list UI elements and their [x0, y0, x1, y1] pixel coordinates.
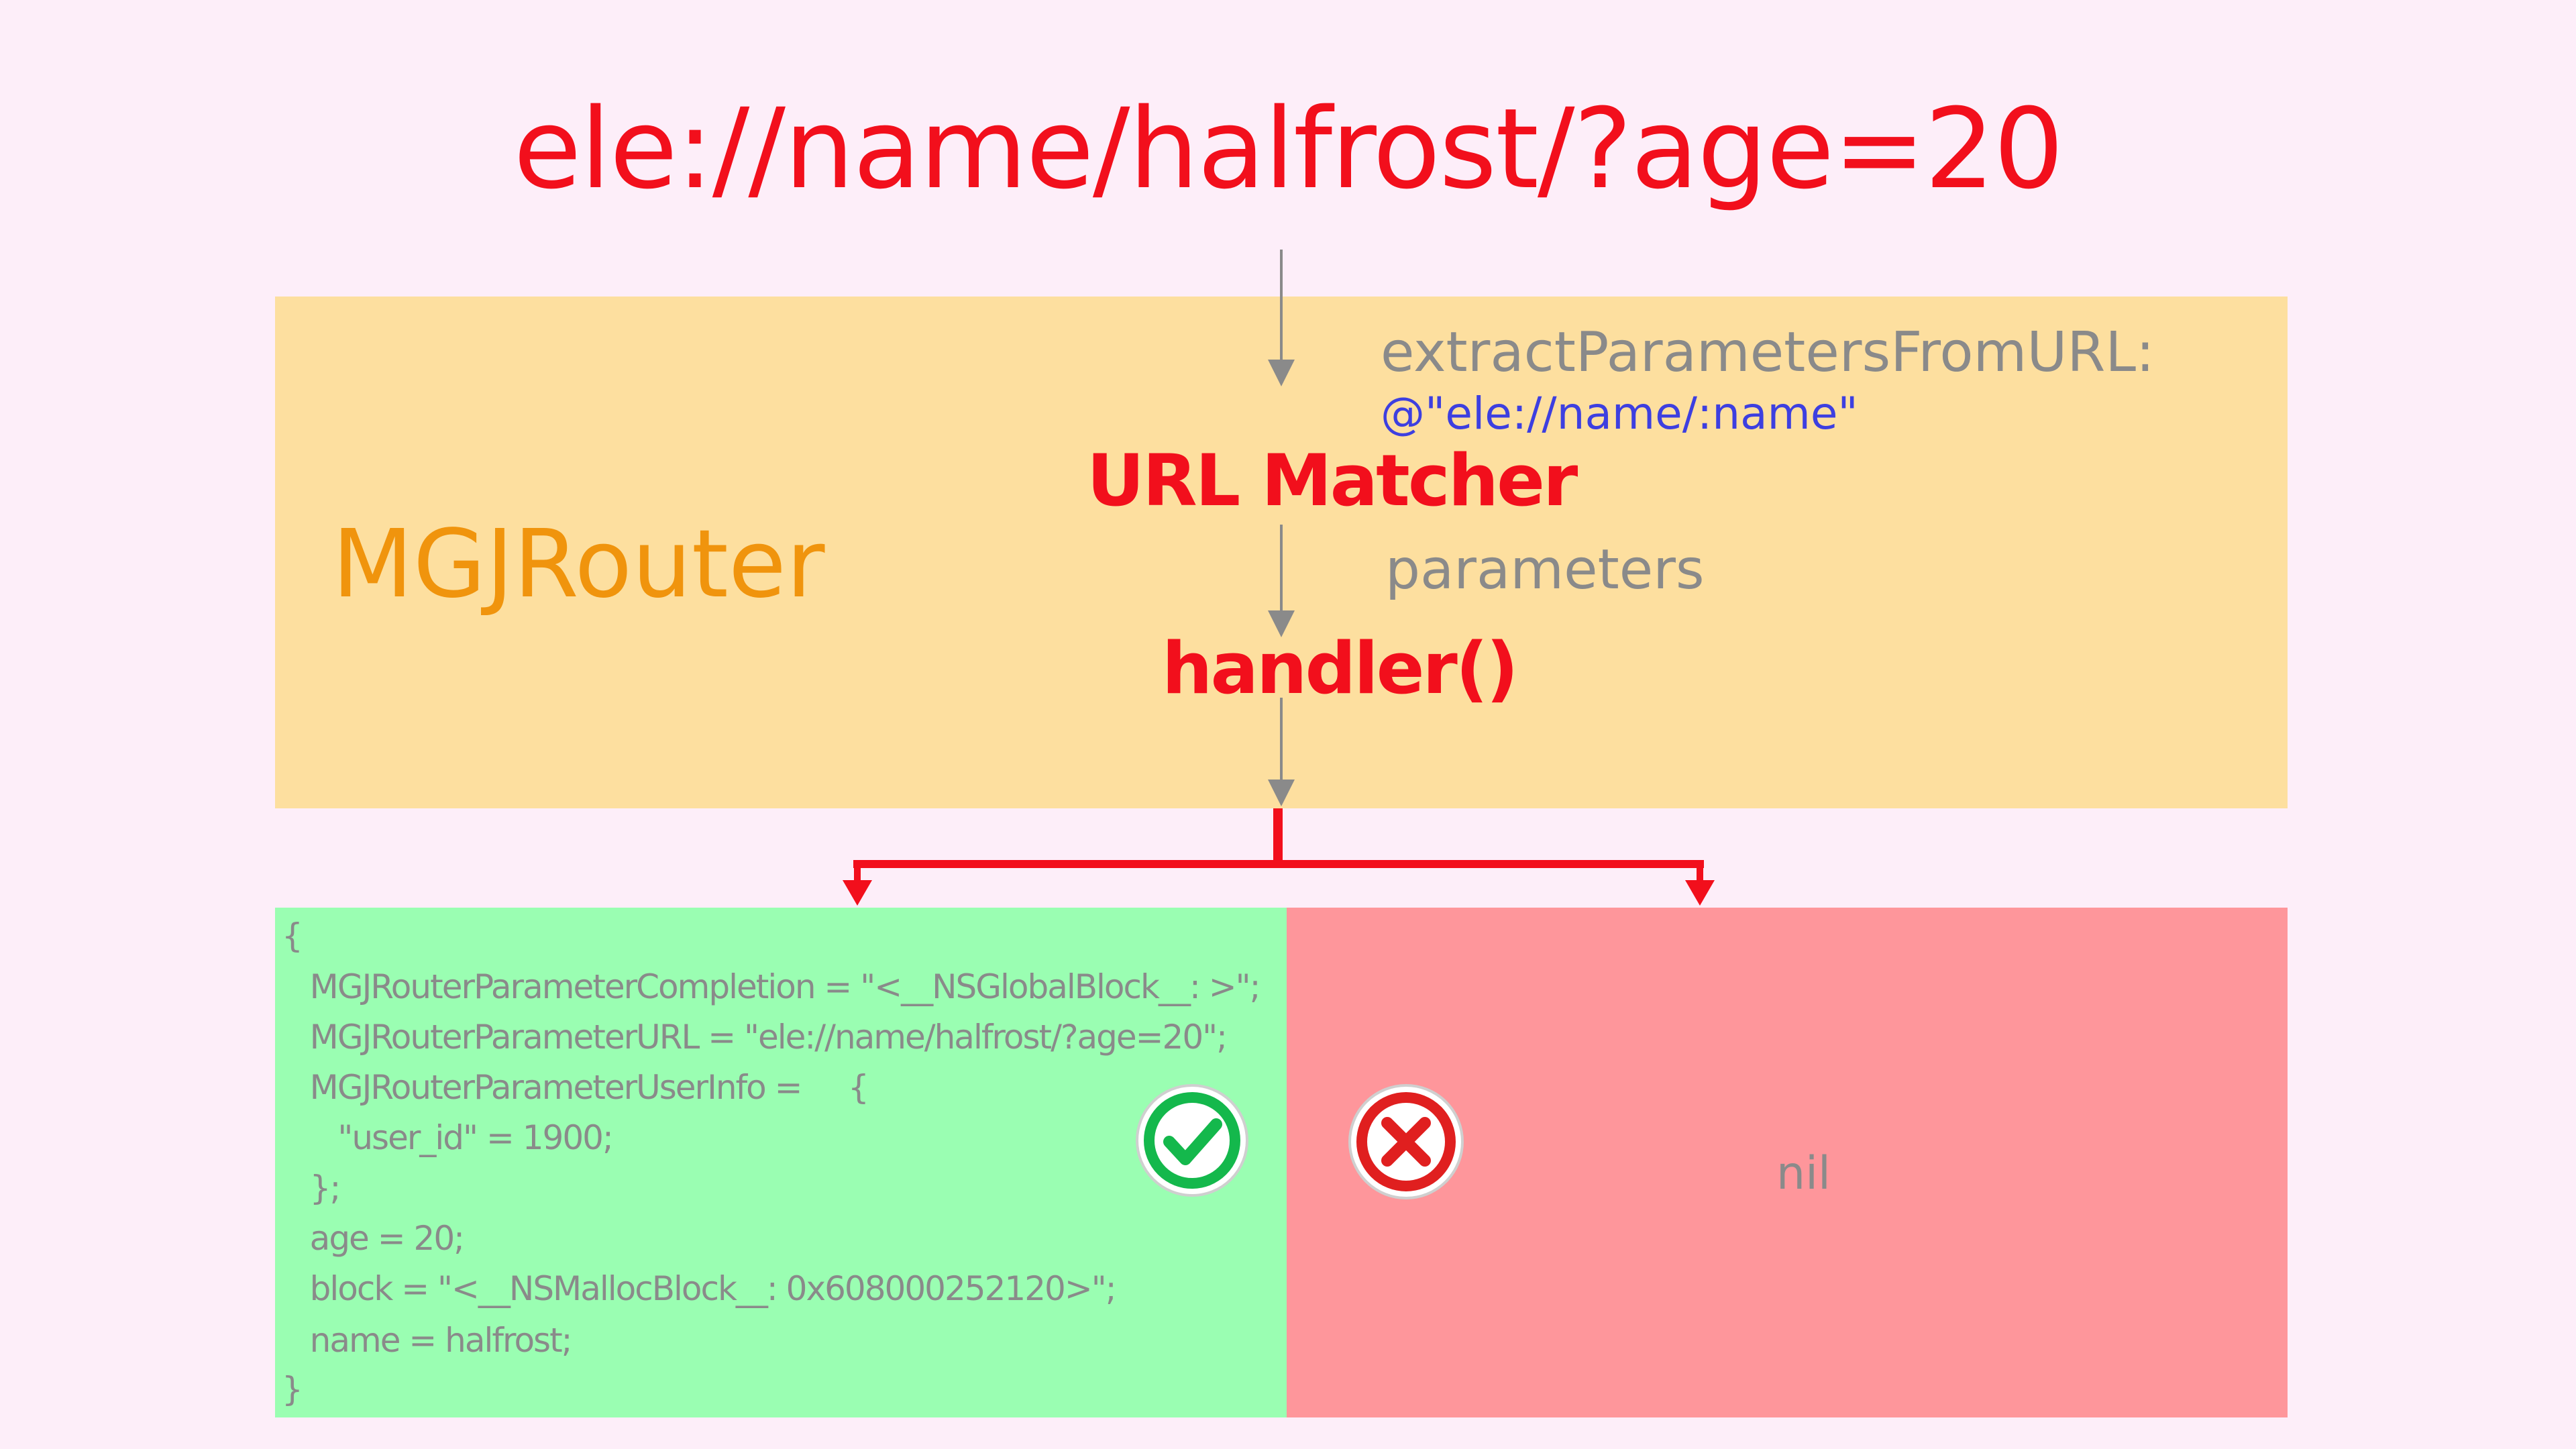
- check-icon: [1136, 1084, 1248, 1197]
- nil-result: nil: [1776, 1147, 1831, 1200]
- url-matcher-label: URL Matcher: [1087, 439, 1578, 522]
- handler-label: handler(): [1162, 627, 1519, 710]
- arrow-to-success: [843, 880, 872, 906]
- code-line: }: [282, 1370, 303, 1409]
- url-title: ele://name/halfrost/?age=20: [513, 85, 2063, 213]
- code-line: "user_id" = 1900;: [282, 1118, 613, 1157]
- code-line: name = halfrost;: [282, 1321, 573, 1360]
- code-line: MGJRouterParameterCompletion = "<__NSGlo…: [282, 967, 1261, 1006]
- code-line: MGJRouterParameterURL = "ele://name/half…: [282, 1018, 1228, 1057]
- branch-connector: [843, 808, 1715, 906]
- arrow-to-failure: [1685, 880, 1715, 906]
- code-line: {: [282, 916, 303, 955]
- code-line: block = "<__NSMallocBlock__: 0x608000252…: [282, 1269, 1117, 1308]
- code-line: MGJRouterParameterUserInfo = {: [282, 1068, 869, 1107]
- extract-pattern-label: @"ele://name/:name": [1381, 388, 1858, 439]
- parameters-label: parameters: [1385, 538, 1705, 602]
- cross-icon: [1348, 1084, 1464, 1199]
- code-line: };: [282, 1169, 341, 1208]
- router-label: MGJRouter: [332, 510, 825, 619]
- code-line: age = 20;: [282, 1219, 465, 1258]
- success-panel: [275, 908, 1287, 1417]
- extract-method-label: extractParametersFromURL:: [1381, 321, 2155, 384]
